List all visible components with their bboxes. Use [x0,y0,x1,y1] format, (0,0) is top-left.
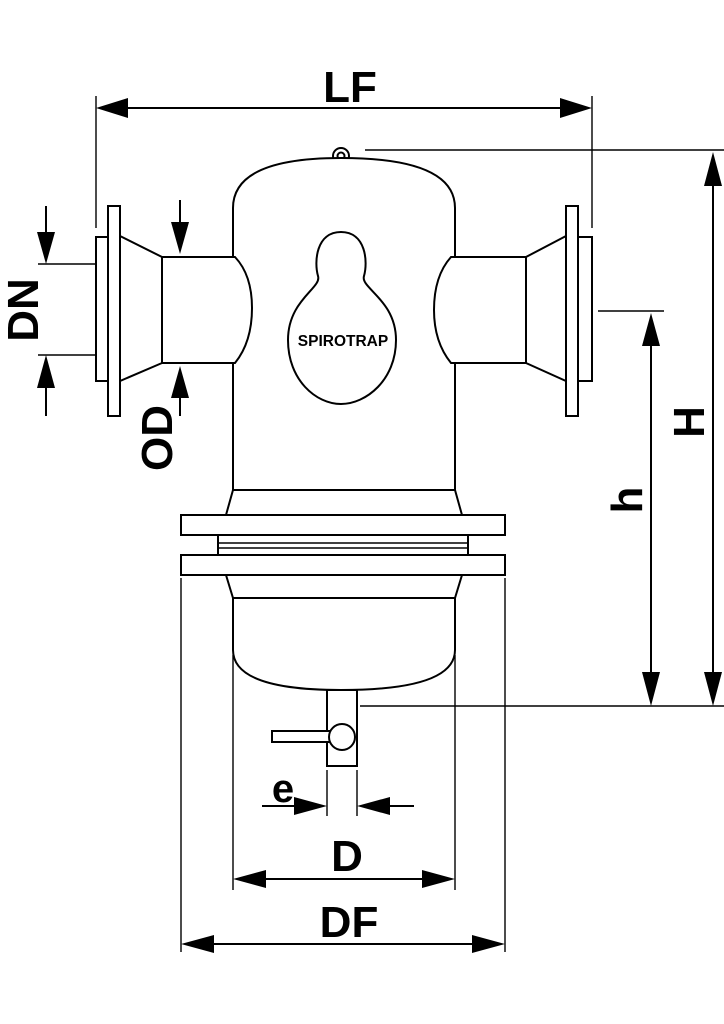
brand-badge: SPIROTRAP [286,230,398,406]
label-d: D [331,832,363,881]
label-df: DF [320,898,379,947]
dimension-d: D [232,655,456,890]
dimension-e: e [262,767,414,816]
dimension-h-inlet: h [360,310,724,707]
dimension-dn: DN [0,206,96,416]
label-dn: DN [0,278,48,342]
brand-label: SPIROTRAP [298,333,388,350]
inlet-connection [95,205,254,417]
dimension-df: DF [180,578,506,953]
dimension-lf: LF [95,63,593,228]
label-od: OD [133,405,182,471]
drain-valve [271,689,358,767]
dimension-od: OD [133,200,189,471]
body-flange [180,489,506,599]
label-e: e [272,767,294,811]
label-lf: LF [323,63,377,112]
label-h-inlet: h [603,487,652,514]
lower-shell [232,597,456,692]
label-h-total: H [665,406,714,438]
dimension-h-total: H [365,149,724,706]
outlet-connection [432,205,593,417]
